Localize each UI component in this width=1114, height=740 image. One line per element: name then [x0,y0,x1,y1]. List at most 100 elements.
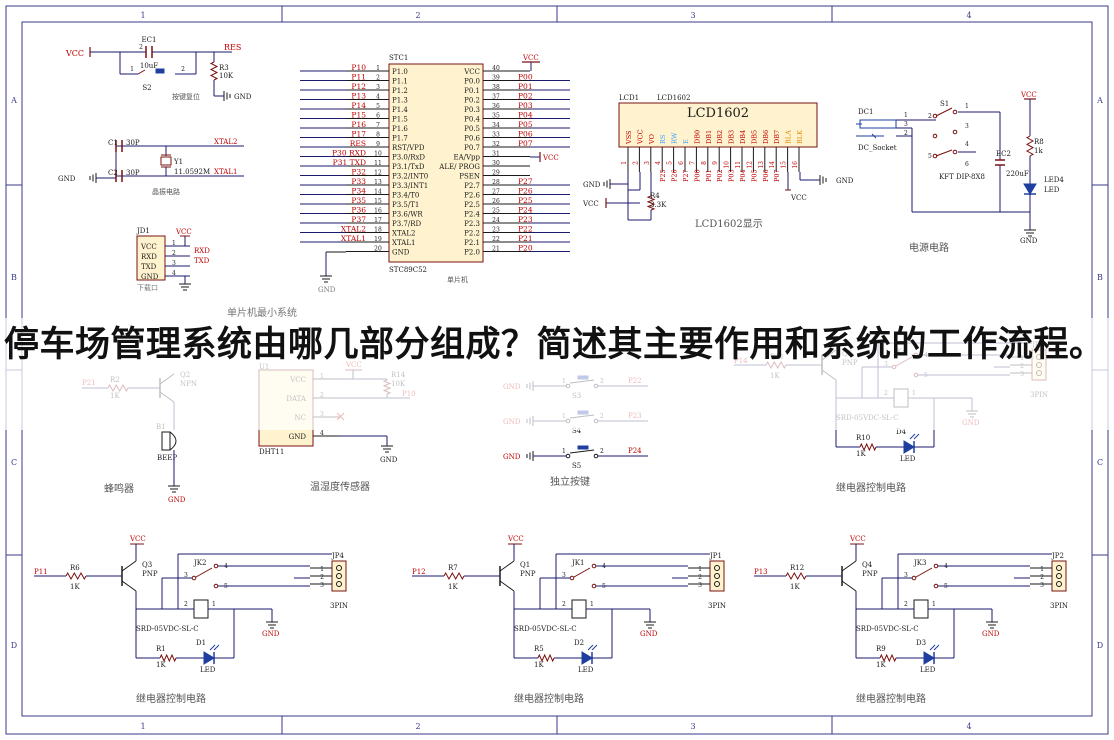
pin-num: 14 [374,189,382,196]
led-diode [923,651,935,665]
net-label: P10 [351,63,366,72]
ic-pin-name: P2.0 [464,249,480,257]
net-label: RXD [194,247,210,255]
wire [443,571,465,581]
pin-num: 37 [492,94,500,101]
pin-num: 26 [492,198,500,205]
pin-num: 31 [492,151,500,158]
net-label: P00 [518,73,533,82]
wire [537,653,555,663]
pin-num: 2 [600,448,604,455]
connector-ref: JP2 [1051,552,1064,560]
transistor-ref: Q3 [142,561,152,569]
pin-num: 6 [678,161,685,165]
headline-text: 停车场管理系统由哪几部分组成？简述其主要作用和系统的工作流程。 [4,325,1105,365]
pin-num: 2 [184,601,188,608]
pin-num: 30 [492,160,500,167]
pin-num: 8 [376,132,380,139]
net-label: P06 [762,169,770,182]
wire [913,433,920,440]
mcu-stc89c52: STC1P1.01P10P1.12P11P1.23P12P1.34P13P1.4… [227,54,570,319]
cap-ref: EC1 [142,36,157,44]
wire [159,653,177,663]
relay-circuit: P13R121KVCCQ4PNPJK3345JP21233PINGND21SRD… [754,535,1068,705]
relay-contact [213,583,219,589]
pin-num: 23 [492,227,500,234]
led-diode [581,651,593,665]
net-label: P25 [518,196,533,205]
pin-num: 3 [320,582,324,589]
pin-num: 1 [320,566,324,573]
net-label: P27 [682,169,690,182]
port-pin: GND [141,273,159,281]
frame-col-label: 1 [140,722,145,731]
net-label: P31 TXD [333,158,366,167]
relay-contact [933,563,939,569]
net-label: P12 [351,82,366,91]
net-label: P05 [750,169,758,182]
lcd-pin: DB0 [693,130,701,144]
net-label: P01 [705,169,713,182]
switch-button [577,445,589,450]
connector-type: 3PIN [1050,602,1068,610]
pin-num: 4 [172,270,176,277]
ic-pin-name: P0.1 [464,87,480,95]
pin-num: 3 [965,123,969,130]
connector-pin [714,565,720,571]
pin-num: 9 [712,161,719,165]
net-label: P02 [518,92,533,101]
net-label: P32 [351,168,366,177]
ic-pin-name: P0.3 [464,106,480,114]
wire [573,567,591,578]
gnd-label: GND [503,453,521,461]
cap-value: 30P [126,139,140,147]
relay-contact [933,583,939,589]
gnd-label: GND [262,630,280,638]
res-ref: R12 [790,564,804,572]
relay-circuit: P12R71KVCCQ1PNPJK1345JP11233PINGND21SRD-… [412,535,726,705]
vcc-label: VCC [582,200,599,208]
ic-pin-name: P2.3 [464,220,480,228]
relay-contact [591,583,597,589]
vcc-label: VCC [542,154,559,162]
frame-col-label: 2 [415,11,420,20]
net-label: P22 [518,225,533,234]
wire [209,644,216,651]
gnd-label: GND [168,496,186,504]
pin-num: 6 [965,161,969,168]
frame-row-label: C [1097,458,1103,467]
pin-num: 5 [667,161,674,165]
pin-num: 36 [492,103,500,110]
pin-num: 4 [320,430,324,437]
lcd-ref: LCD1 [619,94,639,102]
net-label: P15 [351,111,366,120]
pin-num: 1 [1040,566,1044,573]
res-value: 10K [219,72,234,80]
pin-num: 3 [698,582,702,589]
port-body [136,235,166,281]
res-value: 1K [534,661,544,669]
switch-contact [952,109,958,115]
net-label: P13 [351,92,366,101]
relay-contact [213,563,219,569]
res-value: 1K [790,583,800,591]
relay-ref: JK2 [193,559,207,567]
pin-num: 2 [139,44,143,51]
pin-num: 3 [172,260,176,267]
ic-pin-name: PSEN [459,173,480,181]
switch-contact [565,453,571,459]
vcc-label: VCC [522,54,539,62]
ic-pin-name: P0.6 [464,135,480,143]
connector-pin [336,565,342,571]
ic-pin-name: P3.6/WR [392,211,423,219]
wire [859,442,877,452]
wire [65,571,87,581]
pin-num: 1 [698,566,702,573]
led-diode [903,440,915,454]
led-label: LED [578,666,594,674]
pin-num: 5 [376,103,380,110]
ic-pin-name: EA/Vpp [453,154,480,162]
net-label: P13 [754,568,768,576]
ic-pin-name: P3.4/T0 [392,192,419,200]
gnd-label: GND [234,93,252,101]
